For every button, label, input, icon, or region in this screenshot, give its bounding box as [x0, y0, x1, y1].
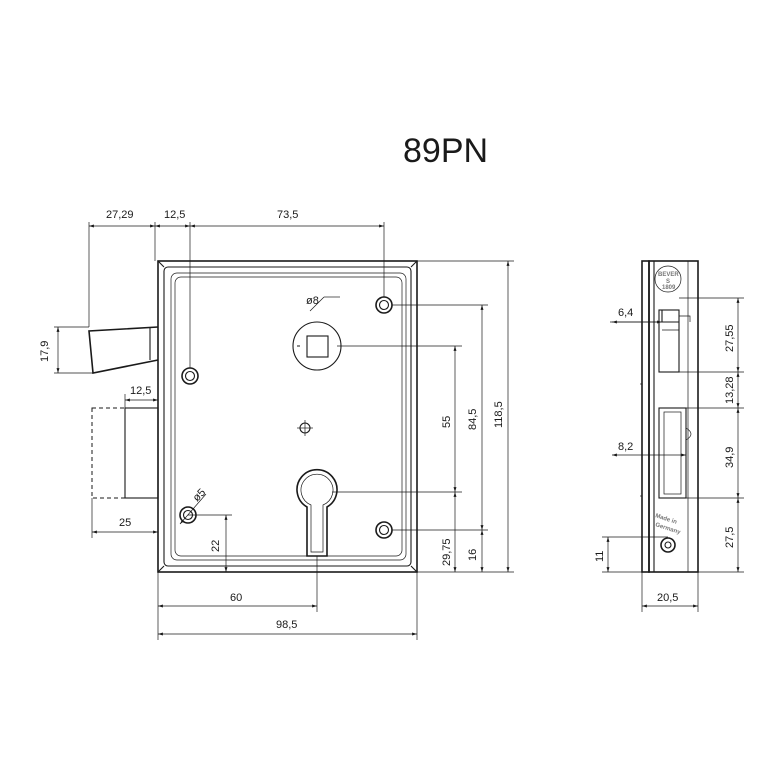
svg-text:Germany: Germany — [654, 522, 681, 536]
dim-dia-8: ø8 — [306, 295, 319, 307]
lock-body-frame — [163, 266, 412, 567]
dim-20-5: 20,5 — [657, 592, 678, 604]
faceplate — [641, 260, 650, 573]
dim-73-5: 73,5 — [277, 209, 298, 221]
follower-square — [306, 335, 329, 358]
dim-8-2: 8,2 — [618, 441, 633, 453]
dim-27-5-side: 27,5 — [724, 527, 736, 548]
latch-bolt — [88, 326, 159, 374]
dim-25: 25 — [119, 517, 131, 529]
dim-27-55: 27,55 — [724, 324, 736, 352]
fixing-screw — [660, 537, 676, 553]
deadbolt-slot — [658, 407, 687, 499]
dim-98-5: 98,5 — [276, 619, 297, 631]
dim-12-5-left: 12,5 — [130, 385, 151, 397]
cylinder-cutout — [296, 468, 338, 557]
dim-11: 11 — [594, 551, 606, 562]
screw-hole — [375, 296, 393, 314]
model-title: 89PN — [403, 132, 488, 170]
dim-22: 22 — [210, 540, 222, 552]
screw-hole — [181, 367, 199, 385]
dim-16: 16 — [467, 549, 479, 561]
dim-34-9: 34,9 — [724, 447, 736, 468]
dim-6-4: 6,4 — [618, 307, 633, 319]
dim-17-9: 17,9 — [39, 341, 51, 362]
latch-slot — [658, 309, 680, 373]
front-view: 27,29 12,5 73,5 17,9 12,5 25 ø8 ø5 22 55… — [39, 209, 514, 640]
dim-27-29: 27,29 — [106, 209, 134, 221]
lock-body-frame-inner — [170, 272, 407, 561]
side-view: BEVER S 1809 Made in Germany 6,4 8,2 11 … — [594, 260, 744, 612]
svg-text:1809: 1809 — [662, 285, 676, 291]
dim-84-5: 84,5 — [467, 409, 479, 430]
stamp-brand: BEVER — [658, 272, 679, 278]
dim-13-28: 13,28 — [724, 376, 736, 404]
brand-stamp — [654, 265, 682, 293]
dim-60: 60 — [230, 592, 242, 604]
dim-dia-5: ø5 — [191, 487, 209, 505]
deadbolt — [124, 407, 159, 499]
dim-12-5-top: 12,5 — [164, 209, 185, 221]
follower-hub — [292, 321, 342, 371]
dim-55: 55 — [441, 416, 453, 428]
screw-hole — [375, 521, 393, 539]
dim-29-75: 29,75 — [441, 538, 453, 566]
dim-118-5: 118,5 — [493, 401, 505, 428]
lock-case — [648, 260, 699, 573]
svg-text:S: S — [666, 279, 670, 285]
